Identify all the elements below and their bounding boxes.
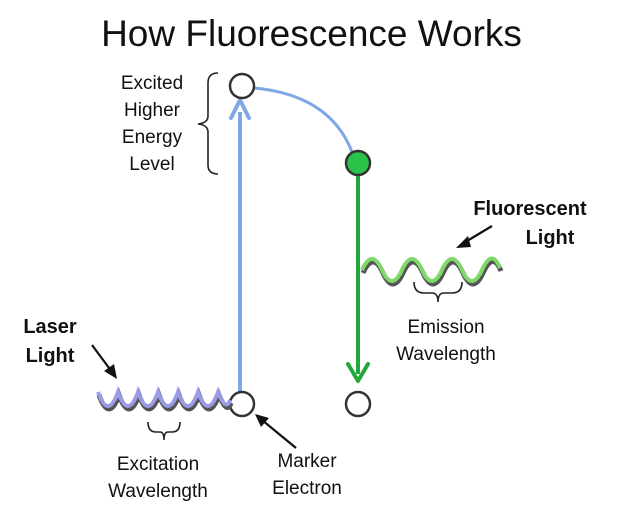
marker-electron-circle	[228, 390, 256, 418]
emission-wavelength-label: Emission Wavelength	[376, 314, 516, 368]
fluorescent-light-pointer	[456, 225, 493, 248]
emission-wavelength-bracket	[413, 281, 463, 303]
excited-electron-circle	[344, 149, 372, 177]
marker-electron-label: Marker Electron	[262, 448, 352, 502]
emission-wavelength-line: Emission	[407, 317, 485, 338]
fluorescent-light-label: Fluorescent Light	[460, 195, 600, 253]
ground-state-circle	[344, 390, 372, 418]
excitation-arrow	[229, 98, 251, 392]
marker-electron-pointer	[255, 414, 297, 449]
page-title: How Fluorescence Works	[101, 13, 522, 54]
laser-wave	[96, 386, 234, 412]
emission-arrow	[346, 176, 370, 383]
excited-level-line: Level	[129, 154, 175, 175]
excited-level-line: Excited	[120, 73, 184, 94]
excited-level-circle	[228, 72, 256, 100]
emission-wavelength-line: Wavelength	[396, 344, 496, 365]
marker-electron-line: Electron	[272, 478, 342, 499]
laser-light-line: Laser	[23, 316, 77, 338]
fluorescent-light-line: Light	[525, 227, 575, 249]
fluorescent-light-line: Fluorescent	[473, 198, 587, 220]
fluorescent-wave	[360, 256, 504, 287]
excitation-wavelength-label: Excitation Wavelength	[88, 451, 228, 505]
excitation-wavelength-line: Wavelength	[108, 481, 208, 502]
excitation-wavelength-bracket	[147, 421, 181, 441]
excited-level-label: Excited Higher Energy Level	[112, 70, 192, 178]
laser-light-label: Laser Light	[20, 313, 80, 371]
excited-level-bracket	[197, 72, 219, 175]
laser-light-pointer	[91, 344, 117, 379]
excited-level-line: Energy	[121, 127, 183, 148]
excitation-wavelength-line: Excitation	[116, 454, 200, 475]
laser-light-line: Light	[25, 345, 75, 367]
marker-electron-line: Marker	[277, 451, 337, 472]
relaxation-curve	[253, 86, 354, 153]
excited-level-line: Higher	[124, 100, 180, 121]
